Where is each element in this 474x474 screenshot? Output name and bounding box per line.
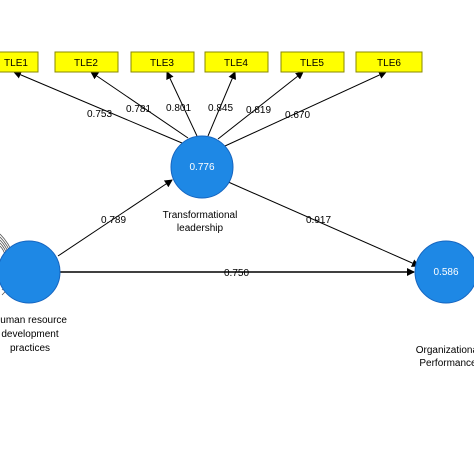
indicator-label-tle5: TLE5 <box>300 58 324 69</box>
loading-value-tle4: 0.845 <box>208 103 233 114</box>
construct-tl-circle <box>170 135 234 199</box>
path-coef-hrd-op: 0.750 <box>224 268 249 279</box>
construct-hrd-label-line2: development <box>1 329 58 340</box>
construct-tl-value: 0.776 <box>189 162 214 173</box>
indicator-label-tle1: TLE1 <box>4 58 28 69</box>
path-coef-tl-op: 0.917 <box>306 215 331 226</box>
construct-op-value: 0.586 <box>433 267 458 278</box>
loading-value-tle3: 0.801 <box>166 103 191 114</box>
loading-edge-tle1 <box>13 71 183 144</box>
loading-coefficients: 0.753 0.781 0.801 0.845 0.819 0.670 <box>87 103 310 121</box>
loading-value-tle2: 0.781 <box>126 104 151 115</box>
construct-hrd: Human resource development practices <box>0 240 67 354</box>
indicator-label-tle4: TLE4 <box>224 58 248 69</box>
path-tl-to-op <box>225 180 420 267</box>
indicator-tle2: TLE2 <box>54 51 119 73</box>
loading-value-tle1: 0.753 <box>87 109 112 120</box>
loading-edges <box>13 71 387 147</box>
construct-hrd-circle <box>0 240 61 304</box>
path-coef-hrd-tl: 0.789 <box>101 215 126 226</box>
loading-edge-tle5 <box>217 71 304 140</box>
indicator-tle4: TLE4 <box>204 51 269 73</box>
loading-value-tle5: 0.819 <box>246 105 271 116</box>
loading-edge-tle3 <box>166 71 198 137</box>
construct-transformational-leadership: 0.776 Transformational leadership <box>163 135 238 234</box>
indicator-tle6: TLE6 <box>355 51 423 73</box>
loading-value-tle6: 0.670 <box>285 110 310 121</box>
indicator-tle3: TLE3 <box>130 51 195 73</box>
loading-edge-tle2 <box>90 71 189 139</box>
construct-op-label-line2: Performance <box>419 358 474 369</box>
loading-edge-tle6 <box>224 71 387 147</box>
construct-op-circle <box>414 240 474 304</box>
path-coefficients: 0.789 0.917 0.750 <box>101 215 331 279</box>
indicator-boxes: TLE1 TLE2 TLE3 TLE4 TLE5 TLE6 <box>0 51 423 73</box>
construct-tl-label-line2: leadership <box>177 223 224 234</box>
construct-hrd-label-line1: Human resource <box>0 315 67 326</box>
indicator-tle5: TLE5 <box>280 51 345 73</box>
construct-hrd-label-line3: practices <box>10 343 50 354</box>
construct-organizational-performance: 0.586 Organizational Performance <box>414 240 474 369</box>
indicator-label-tle6: TLE6 <box>377 58 401 69</box>
indicator-tle1: TLE1 <box>0 51 39 73</box>
construct-tl-label-line1: Transformational <box>163 210 238 221</box>
structural-paths <box>57 179 420 276</box>
construct-op-label-line1: Organizational <box>416 345 474 356</box>
loading-edge-tle4 <box>207 71 236 137</box>
path-hrd-to-tl <box>57 179 173 257</box>
indicator-label-tle3: TLE3 <box>150 58 174 69</box>
indicator-label-tle2: TLE2 <box>74 58 98 69</box>
